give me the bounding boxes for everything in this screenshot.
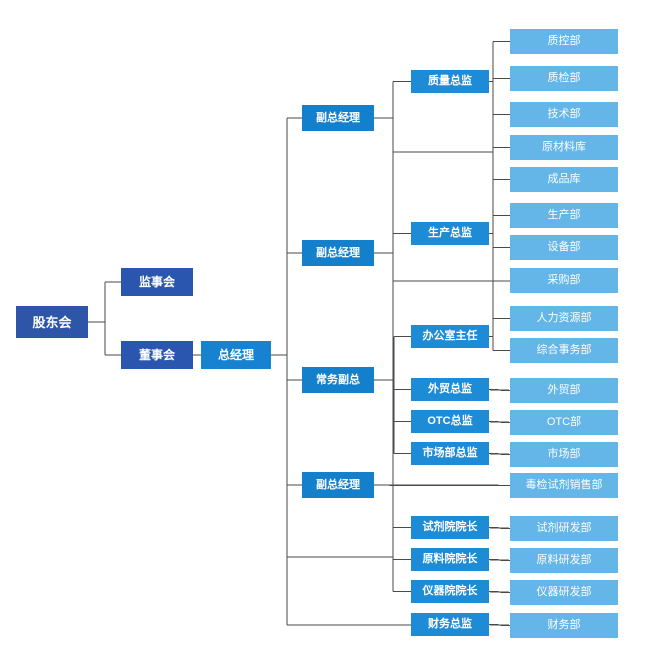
org-node-label: 技术部	[547, 108, 581, 120]
org-node-trade_dept[interactable]: 外贸部	[510, 378, 618, 403]
org-node-qi_dept[interactable]: 质检部	[510, 66, 618, 91]
org-node-label: 原料院院长	[422, 553, 478, 565]
org-node-quality_dir[interactable]: 质量总监	[411, 70, 489, 93]
org-node-vp4[interactable]: 副总经理	[302, 472, 374, 498]
org-node-vp2[interactable]: 副总经理	[302, 240, 374, 266]
org-node-label: 副总经理	[316, 478, 360, 491]
org-node-label: 原料研发部	[536, 554, 592, 566]
org-node-label: 生产部	[547, 209, 581, 221]
org-node-label: 股东会	[32, 314, 72, 330]
org-node-market_dir[interactable]: 市场部总监	[411, 442, 489, 465]
org-node-label: 外贸部	[547, 384, 581, 396]
org-node-label: 质量总监	[428, 75, 472, 87]
org-node-label: 质检部	[547, 72, 581, 84]
org-node-label: OTC部	[546, 416, 582, 428]
org-node-label: 市场部总监	[422, 447, 478, 459]
org-node-label: 质控部	[547, 35, 581, 47]
org-node-label: 综合事务部	[536, 344, 592, 356]
org-node-material_dean[interactable]: 原料院院长	[411, 548, 489, 571]
org-node-gm[interactable]: 总经理	[201, 341, 271, 369]
org-node-reagent_dean[interactable]: 试剂院院长	[411, 516, 489, 539]
org-node-label: 常务副总	[316, 373, 360, 386]
org-node-label: 总经理	[217, 348, 254, 362]
org-node-finance_dept[interactable]: 财务部	[510, 613, 618, 638]
org-node-purch_dept[interactable]: 采购部	[510, 268, 618, 293]
org-node-fin_store[interactable]: 成品库	[510, 167, 618, 192]
org-node-label: OTC总监	[427, 415, 473, 427]
org-node-vp3[interactable]: 常务副总	[302, 367, 374, 393]
org-node-office_dir[interactable]: 办公室主任	[411, 325, 489, 348]
org-node-label: 董事会	[138, 348, 175, 362]
org-node-label: 成品库	[547, 173, 581, 185]
org-node-shareholders[interactable]: 股东会	[16, 306, 88, 338]
org-node-board[interactable]: 董事会	[121, 341, 193, 369]
org-node-raw_store[interactable]: 原材料库	[510, 135, 618, 160]
org-node-otc_dir[interactable]: OTC总监	[411, 410, 489, 433]
org-node-label: 副总经理	[316, 246, 360, 259]
org-node-hr_dept[interactable]: 人力资源部	[510, 306, 618, 331]
org-node-label: 监事会	[138, 275, 175, 289]
org-node-label: 副总经理	[316, 111, 360, 124]
org-node-label: 毒检试剂销售部	[525, 479, 603, 491]
org-node-vp1[interactable]: 副总经理	[302, 105, 374, 131]
org-node-label: 原材料库	[542, 141, 586, 153]
org-node-market_dept[interactable]: 市场部	[510, 442, 618, 467]
org-node-qc_dept[interactable]: 质控部	[510, 29, 618, 54]
org-node-material_rd[interactable]: 原料研发部	[510, 548, 618, 573]
org-node-label: 试剂研发部	[536, 522, 592, 534]
org-node-finance_dir[interactable]: 财务总监	[411, 613, 489, 636]
org-node-label: 办公室主任	[422, 330, 478, 342]
org-node-label: 外贸总监	[428, 383, 472, 395]
org-node-supervisory[interactable]: 监事会	[121, 268, 193, 296]
org-node-trade_dir[interactable]: 外贸总监	[411, 378, 489, 401]
org-node-label: 财务总监	[428, 618, 472, 630]
org-node-instr_dean[interactable]: 仪器院院长	[411, 580, 489, 603]
org-node-label: 试剂院院长	[422, 521, 478, 533]
org-node-label: 人力资源部	[536, 312, 592, 324]
org-node-label: 采购部	[547, 274, 581, 286]
org-node-instr_rd[interactable]: 仪器研发部	[510, 580, 618, 605]
org-node-reagent_rd[interactable]: 试剂研发部	[510, 516, 618, 541]
org-node-label: 生产总监	[428, 227, 472, 239]
org-node-toxic_dept[interactable]: 毒检试剂销售部	[510, 473, 618, 498]
org-node-prod_dir[interactable]: 生产总监	[411, 222, 489, 245]
org-node-label: 设备部	[547, 241, 581, 253]
org-node-prod_dept[interactable]: 生产部	[510, 203, 618, 228]
org-node-label: 财务部	[547, 619, 581, 631]
org-node-label: 仪器研发部	[536, 586, 592, 598]
org-node-otc_dept[interactable]: OTC部	[510, 410, 618, 435]
org-node-admin_dept[interactable]: 综合事务部	[510, 338, 618, 363]
org-node-equip_dept[interactable]: 设备部	[510, 235, 618, 260]
org-node-tech_dept[interactable]: 技术部	[510, 102, 618, 127]
org-node-label: 仪器院院长	[422, 585, 478, 597]
org-node-label: 市场部	[547, 448, 581, 460]
